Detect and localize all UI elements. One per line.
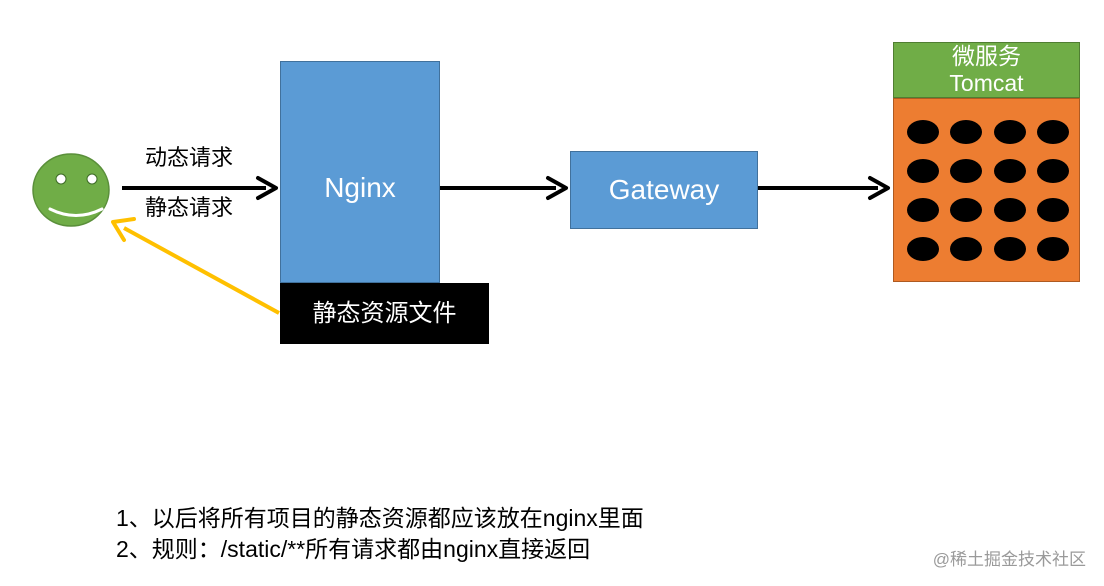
instance-dot <box>994 159 1026 183</box>
arrow-user-to-nginx <box>122 176 278 200</box>
instance-dot <box>907 159 939 183</box>
gateway-box: Gateway <box>570 151 758 229</box>
microservice-header: 微服务 Tomcat <box>893 42 1080 98</box>
arrow-static-return <box>111 217 280 315</box>
smiley-face-icon <box>32 153 110 227</box>
tomcat-label: Tomcat <box>949 70 1024 96</box>
microservice-label: 微服务 <box>952 43 1021 69</box>
dynamic-request-label: 动态请求 <box>145 145 234 170</box>
instance-dot <box>907 237 939 261</box>
instance-dot <box>1037 198 1069 222</box>
instance-dot <box>950 120 982 144</box>
arrow-gateway-to-microservice <box>758 176 890 200</box>
static-request-label: 静态请求 <box>145 195 234 220</box>
instance-dot <box>1037 159 1069 183</box>
notes: 1、以后将所有项目的静态资源都应该放在nginx里面 2、规则：/static/… <box>116 503 644 565</box>
instance-dot <box>907 198 939 222</box>
instance-dot <box>1037 120 1069 144</box>
watermark: @稀土掘金技术社区 <box>932 550 1086 569</box>
instance-dot <box>907 120 939 144</box>
nginx-label: Nginx <box>324 172 396 203</box>
instance-dot <box>994 120 1026 144</box>
microservice-instances-grid <box>893 98 1080 282</box>
arrow-nginx-to-gateway <box>440 176 568 200</box>
instance-dot <box>1037 237 1069 261</box>
instance-dot <box>994 237 1026 261</box>
note-line-1: 1、以后将所有项目的静态资源都应该放在nginx里面 <box>116 505 644 531</box>
instance-dot <box>950 237 982 261</box>
static-files-box: 静态资源文件 <box>280 283 489 344</box>
instance-dot <box>950 159 982 183</box>
instance-dot <box>950 198 982 222</box>
instance-dot <box>994 198 1026 222</box>
nginx-box: Nginx <box>280 61 440 283</box>
note-line-2: 2、规则：/static/**所有请求都由nginx直接返回 <box>116 536 591 562</box>
